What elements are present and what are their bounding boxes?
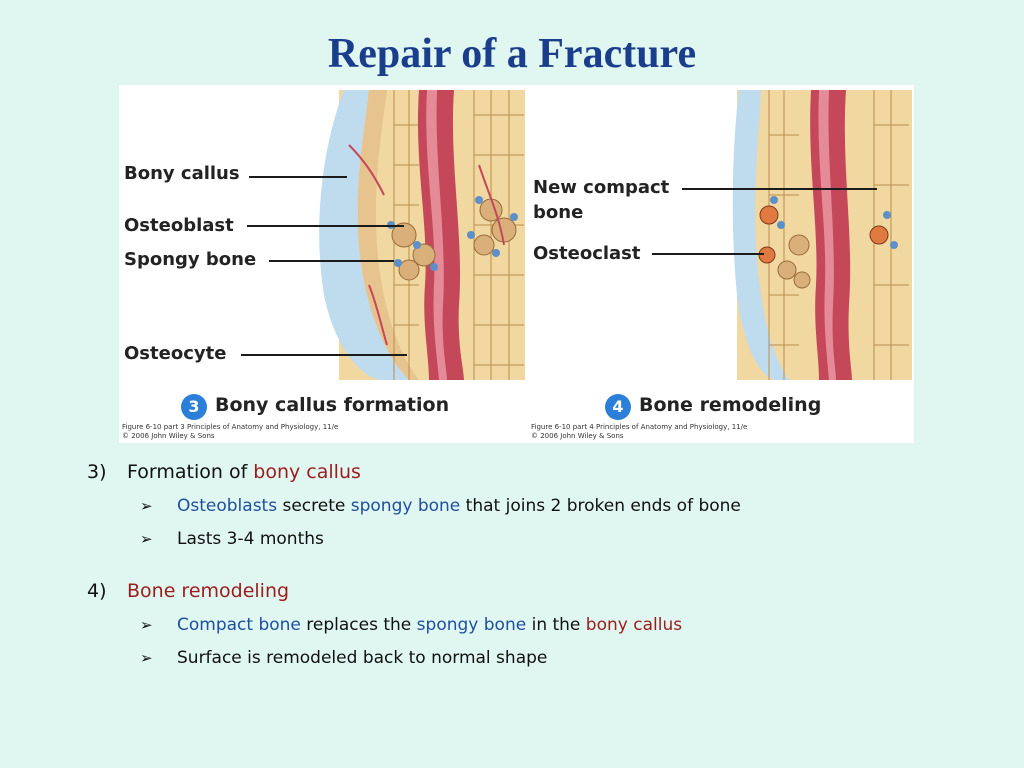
panel3-illustration [319,90,525,380]
slide-title: Repair of a Fracture [327,31,697,77]
bullet-arrow-icon: ➢ [140,530,153,548]
panel4-illustration [732,90,912,380]
panel3-credit-line1: Figure 6-10 part 3 Principles of Anatomy… [122,423,339,431]
label-spongy-bone: Spongy bone [124,249,257,270]
point-4-bullet-2: Surface is remodeled back to normal shap… [177,648,548,668]
bullet-arrow-icon: ➢ [140,649,153,667]
point-3-bullet-2: Lasts 3-4 months [177,529,324,549]
panel3-credit-line2: © 2006 John Wiley & Sons [122,432,215,440]
label-osteocyte: Osteocyte [124,343,227,364]
panel4-credit-line2: © 2006 John Wiley & Sons [531,432,624,440]
point-3-bullet-1: Osteoblasts secrete spongy bone that joi… [177,496,741,516]
point-3-number: 3) [87,461,107,483]
panel4-badge: 4 [605,394,631,420]
panel4-credit-line1: Figure 6-10 part 4 Principles of Anatomy… [531,423,748,431]
fracture-repair-figure: Bony callus Osteoblast Spongy bone Osteo… [119,85,914,443]
point-3-text: Formation of bony callus [127,461,361,483]
label-bony-callus: Bony callus [124,163,240,184]
bullet-arrow-icon: ➢ [140,497,153,515]
label-osteoclast: Osteoclast [533,243,641,264]
label-bone: bone [533,202,584,223]
point-4-highlight: Bone remodeling [127,580,290,602]
label-osteoblast: Osteoblast [124,215,234,236]
point-3-lead: Formation of [127,461,254,483]
point-4-number: 4) [87,580,107,602]
label-new-compact: New compact [533,177,670,198]
panel3-caption: Bony callus formation [215,394,450,416]
bullet-arrow-icon: ➢ [140,616,153,634]
bone-illustration [241,90,912,380]
panel3-badge: 3 [181,394,207,420]
point-4-bullet-1: Compact bone replaces the spongy bone in… [177,615,683,635]
point-3-highlight: bony callus [253,461,361,483]
panel4-caption: Bone remodeling [639,394,822,416]
